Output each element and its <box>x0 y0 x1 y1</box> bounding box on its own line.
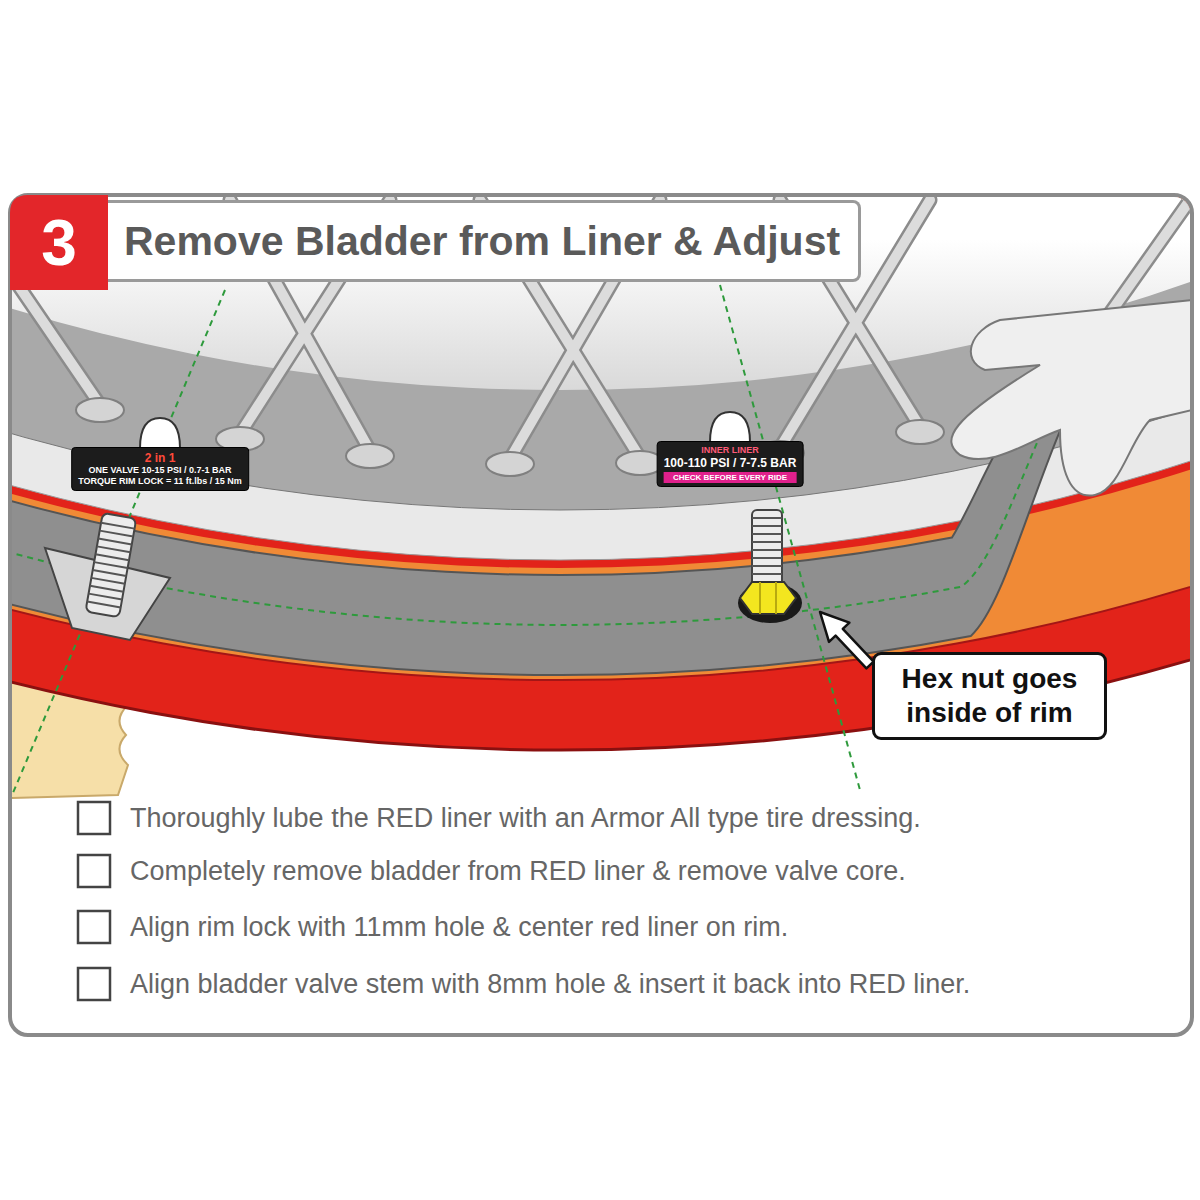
callout-arrow <box>820 612 874 668</box>
rim-lock-guide-line <box>12 290 225 800</box>
checkbox <box>78 911 110 943</box>
valve-sticker: INNER LINER100-110 PSI / 7-7.5 BAR CHECK … <box>657 441 804 487</box>
spoke-nipples <box>76 398 124 422</box>
checkbox <box>78 968 110 1000</box>
valve-stem <box>752 518 782 582</box>
rim-lock-stem <box>87 523 134 608</box>
checkbox <box>78 855 110 887</box>
hand <box>951 300 1190 496</box>
valve-washer <box>738 583 802 623</box>
checklist-item: Completely remove bladder from RED liner… <box>130 854 906 888</box>
valve-cap <box>140 418 180 448</box>
sticker-text: ONE VALVE 10-15 PSI / 0.7-1 BAR <box>78 465 242 476</box>
valve-stem <box>752 510 782 590</box>
callout-box: Hex nut goes inside of rim <box>872 652 1107 740</box>
spoke-nipples <box>346 444 394 468</box>
title: Remove Bladder from Liner & Adjust <box>124 218 840 265</box>
step-badge <box>10 195 108 290</box>
hex-nut <box>740 582 796 614</box>
rim-edge <box>12 197 1190 750</box>
checkbox <box>78 802 110 834</box>
spoke-nipples <box>896 420 944 444</box>
sticker-text: INNER LINER <box>664 445 797 456</box>
valve-cap <box>710 412 750 442</box>
checklist-item: Thoroughly lube the RED liner with an Ar… <box>130 801 921 835</box>
hex-nut <box>760 582 776 614</box>
callout-text: Hex nut goes inside of rim <box>889 662 1090 730</box>
bladder <box>12 345 1095 675</box>
checkbox <box>78 802 110 1000</box>
sticker-text: TORQUE RIM LOCK = 11 ft.lbs / 15 Nm <box>78 476 242 487</box>
red-liner <box>12 197 1190 680</box>
centre-guide-line <box>12 352 1080 625</box>
valve-guide-line <box>720 285 860 790</box>
checklist-item: Align bladder valve stem with 8mm hole &… <box>130 967 970 1001</box>
title-box: Remove Bladder from Liner & Adjust <box>108 200 861 282</box>
rim-lock-stem <box>85 513 136 617</box>
valve-stem <box>752 510 782 590</box>
sticker-text: 2 in 1 <box>78 451 242 465</box>
wheel-illustration <box>12 197 1190 800</box>
hex-nut <box>740 582 796 614</box>
spoke-nipples <box>486 452 534 476</box>
checklist-item: Align rim lock with 11mm hole & center r… <box>130 910 788 944</box>
sticker-text: 100-110 PSI / 7-7.5 BAR <box>664 456 797 470</box>
rim-lock-stem <box>85 513 136 617</box>
rim-lock-sticker: 2 in 1ONE VALVE 10-15 PSI / 0.7-1 BARTOR… <box>71 447 249 491</box>
step-number: 3 <box>10 195 108 290</box>
sticker-text: CHECK BEFORE EVERY RIDE <box>664 472 797 483</box>
